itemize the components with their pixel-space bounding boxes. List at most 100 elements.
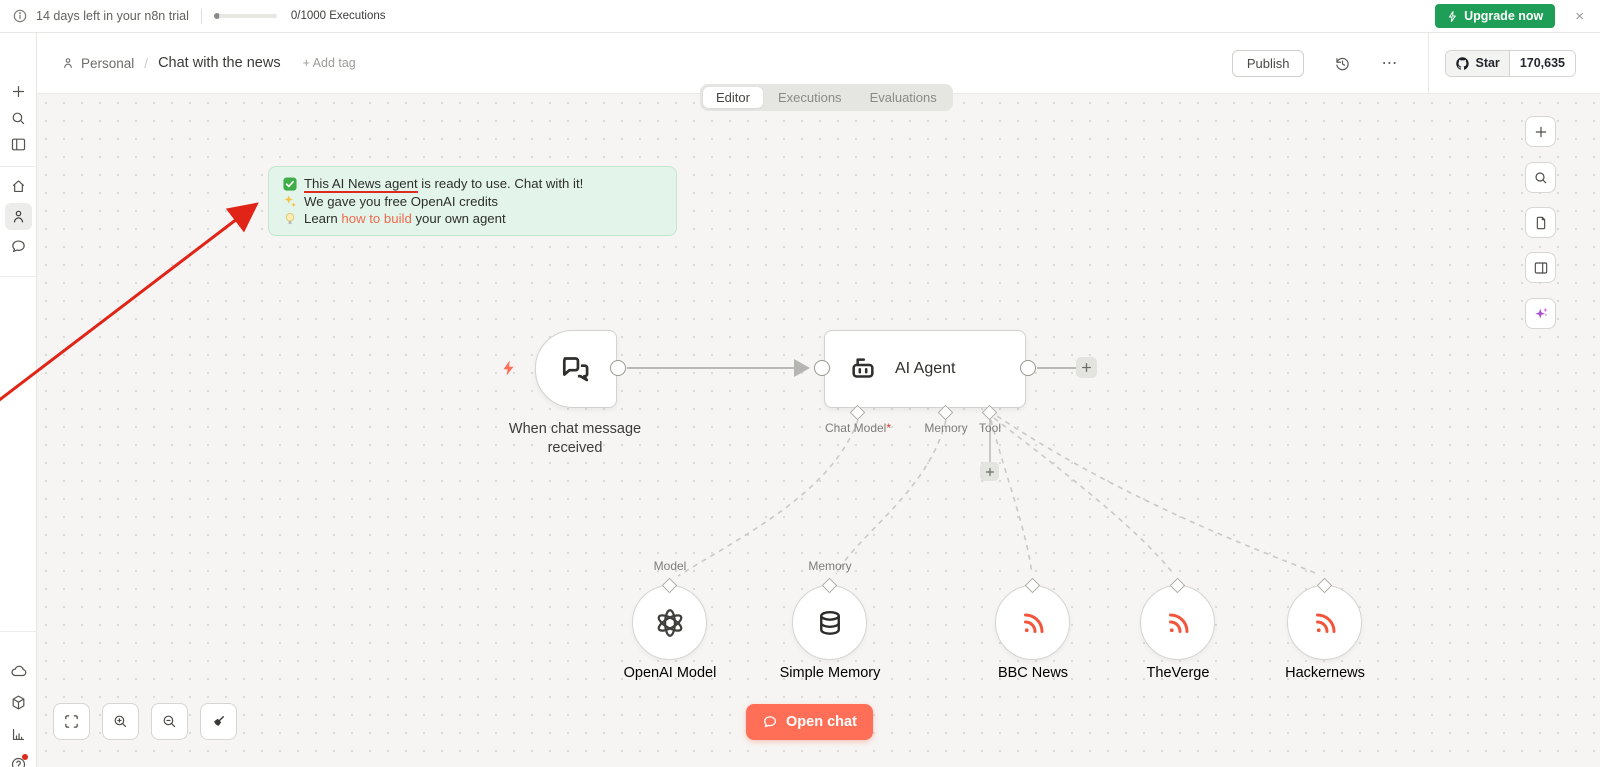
zoom-out-button[interactable] xyxy=(151,703,188,740)
upgrade-now-button[interactable]: Upgrade now xyxy=(1435,4,1556,28)
collapse-sidebar-button[interactable] xyxy=(5,131,32,158)
plus-icon xyxy=(12,85,25,98)
history-icon xyxy=(1336,57,1350,70)
divider xyxy=(0,276,37,277)
trial-text: 14 days left in your n8n trial xyxy=(36,9,189,23)
help-icon xyxy=(11,757,26,767)
check-icon xyxy=(283,177,297,191)
openai-logo-icon xyxy=(657,608,682,637)
progress-dot xyxy=(213,13,220,19)
node-when-chat-message-received[interactable] xyxy=(535,330,617,408)
sidebar-search-button[interactable] xyxy=(5,105,32,132)
star-count[interactable]: 170,635 xyxy=(1509,50,1575,76)
add-node-after-agent-button[interactable] xyxy=(1076,357,1097,378)
sidebar-item-templates[interactable] xyxy=(5,689,32,716)
breadcrumb-project[interactable]: Personal xyxy=(81,55,135,71)
agent-input-port[interactable] xyxy=(814,360,830,376)
highlighted-text: This AI News agent xyxy=(304,176,418,194)
editor-tabs: Editor Executions Evaluations xyxy=(700,84,953,111)
zoom-in-button[interactable] xyxy=(102,703,139,740)
plus-icon xyxy=(1535,126,1546,137)
node-hackernews[interactable] xyxy=(1287,585,1362,660)
required-marker: * xyxy=(886,421,892,435)
history-button[interactable] xyxy=(1334,55,1351,72)
workflow-title[interactable]: Chat with the news xyxy=(158,55,281,71)
toggle-panel-button[interactable] xyxy=(1525,252,1556,283)
notice-text: We gave you free OpenAI credits xyxy=(304,193,499,209)
add-tool-button[interactable] xyxy=(980,462,999,481)
fit-view-icon xyxy=(65,715,78,728)
tab-executions[interactable]: Executions xyxy=(777,90,842,105)
sparkle-emoji-icon xyxy=(284,195,297,208)
github-star-button[interactable]: Star xyxy=(1446,50,1510,76)
user-icon xyxy=(13,210,24,223)
add-sticky-note-button[interactable] xyxy=(1525,207,1556,238)
divider xyxy=(1428,32,1430,94)
trigger-output-port[interactable] xyxy=(610,360,626,376)
upgrade-label: Upgrade now xyxy=(1464,9,1544,23)
node-bbc-news[interactable] xyxy=(995,585,1070,660)
package-icon xyxy=(12,695,25,710)
notice-text: Learn how to build your own agent xyxy=(304,211,506,227)
breadcrumb-separator: / xyxy=(144,55,149,71)
add-workflow-button[interactable] xyxy=(5,78,32,105)
add-node-button[interactable] xyxy=(1525,116,1556,147)
tidy-up-button[interactable] xyxy=(200,703,237,740)
canvas-search-button[interactable] xyxy=(1525,162,1556,193)
zoom-in-icon xyxy=(114,715,127,728)
chat-model-port-label: Chat Model* xyxy=(824,421,892,435)
rss-icon xyxy=(1168,613,1188,633)
node-ai-agent[interactable]: AI Agent xyxy=(824,330,1026,408)
zoom-out-icon xyxy=(163,715,176,728)
executions-count: 0/1000 Executions xyxy=(290,10,386,22)
agent-output-port[interactable] xyxy=(1020,360,1036,376)
github-star-widget[interactable]: Star 170,635 xyxy=(1445,49,1576,77)
tab-evaluations[interactable]: Evaluations xyxy=(869,90,937,105)
close-icon[interactable]: × xyxy=(1575,7,1584,25)
tab-editor[interactable]: Editor xyxy=(703,87,763,108)
workflow-header: Personal / Chat with the news + Add tag … xyxy=(37,32,1600,94)
chat-icon xyxy=(12,240,25,253)
info-icon[interactable] xyxy=(12,8,28,24)
sidebar-item-cloud[interactable] xyxy=(5,657,32,684)
chat-trigger-icon xyxy=(562,357,589,382)
star-label: Star xyxy=(1475,56,1500,70)
left-sidebar xyxy=(0,33,37,767)
plus-icon xyxy=(1082,363,1091,372)
fit-view-button[interactable] xyxy=(53,703,90,740)
open-chat-button[interactable]: Open chat xyxy=(746,704,873,740)
tidy-up-icon xyxy=(214,716,224,726)
chat-icon xyxy=(764,716,776,728)
bar-chart-icon xyxy=(12,728,25,741)
node-theverge[interactable] xyxy=(1140,585,1215,660)
sidebar-item-personal[interactable] xyxy=(5,203,32,230)
ellipsis-icon: ⋯ xyxy=(1381,55,1399,72)
trial-banner: 14 days left in your n8n trial 0/1000 Ex… xyxy=(0,0,1600,33)
lightning-icon xyxy=(1449,10,1456,22)
sidebar-item-chat[interactable] xyxy=(5,233,32,260)
sidebar-item-insights[interactable] xyxy=(5,721,32,748)
how-to-build-link[interactable]: how to build xyxy=(341,211,412,227)
publish-button[interactable]: Publish xyxy=(1231,49,1305,77)
executions-progress-bar xyxy=(213,13,277,19)
more-options-button[interactable]: ⋯ xyxy=(1381,53,1398,73)
database-icon xyxy=(819,610,840,635)
sidebar-item-help[interactable] xyxy=(5,751,32,767)
node-openai-model[interactable] xyxy=(632,585,707,660)
sticky-note[interactable]: This AI News agent is ready to use. Chat… xyxy=(268,166,677,236)
add-tag-button[interactable]: + Add tag xyxy=(302,56,356,70)
ai-assistant-button[interactable] xyxy=(1525,298,1556,329)
panel-right-icon xyxy=(1534,261,1547,274)
rss-icon xyxy=(1023,613,1043,633)
bulb-icon xyxy=(285,212,295,224)
cloud-icon xyxy=(11,665,26,676)
notice-line-3: Learn how to build your own agent xyxy=(283,210,662,228)
subnode-label: BBC News xyxy=(997,665,1069,681)
sidebar-item-overview[interactable] xyxy=(5,173,32,200)
notice-line-2: We gave you free OpenAI credits xyxy=(283,193,662,211)
trigger-node-label: When chat message received xyxy=(508,421,642,456)
divider xyxy=(0,631,37,632)
memory-subport-label: Memory xyxy=(808,559,852,573)
node-simple-memory[interactable] xyxy=(792,585,867,660)
